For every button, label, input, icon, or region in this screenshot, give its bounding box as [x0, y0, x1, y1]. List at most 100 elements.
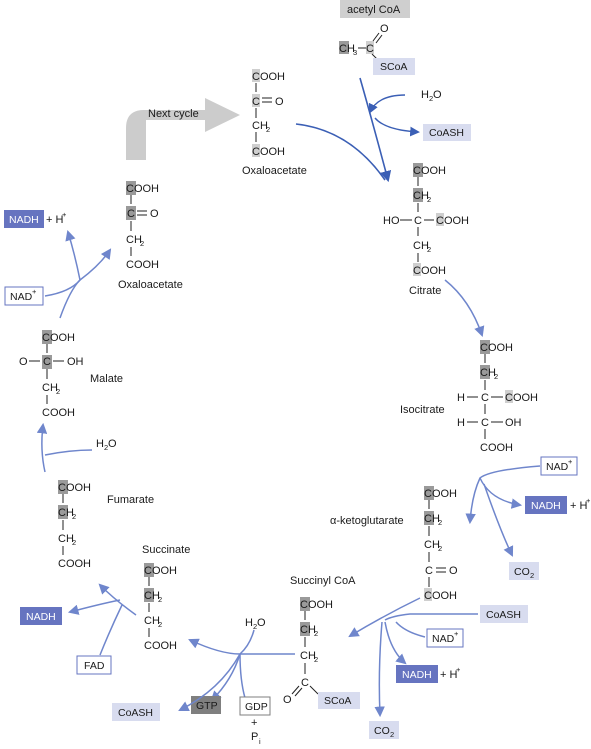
coash-box-bottom — [112, 703, 160, 721]
coash-out-arrow-top — [374, 117, 420, 137]
succ-ch2-1: CH — [144, 590, 160, 602]
fumarate-to-malate-arrow — [36, 422, 48, 473]
h2o-in-arrow-3 — [44, 449, 93, 456]
oaa-ch2-sub: 2 — [266, 125, 270, 134]
fum-ch2-2: CH — [58, 533, 74, 545]
malate-to-oaa-arrow — [59, 248, 112, 319]
coash-box-mid — [480, 605, 528, 623]
mal-cooh-2: COOH — [42, 407, 75, 419]
cit-ch2-1: CH — [413, 190, 429, 202]
succinyl-coa-label: Succinyl CoA — [290, 575, 356, 587]
co2-label-1: CO — [514, 566, 530, 578]
mal-oh: OH — [67, 356, 84, 368]
co2-sub-2: 2 — [390, 730, 394, 739]
iso-c-1: C — [481, 392, 489, 404]
iso-ch2-sub: 2 — [494, 372, 498, 381]
nadh-box-2 — [396, 665, 438, 683]
isocitrate-structure: COOH CH 2 H C COOH H C OH COOH — [457, 340, 538, 454]
fad-box — [76, 655, 112, 675]
succ-cooh-2: COOH — [144, 640, 177, 652]
oaa2-o: O — [150, 208, 159, 220]
gdp-label: GDP — [245, 701, 268, 713]
cit-ch2-2-sub: 2 — [427, 245, 431, 254]
mal-o: O — [19, 356, 28, 368]
coash-box-top — [423, 124, 471, 141]
acetyl-coa-label: acetyl CoA — [347, 4, 401, 16]
citrate-structure: COOH CH 2 HO C COOH CH 2 COOH — [383, 163, 469, 277]
malate-structure: COOH O C OH CH 2 COOH — [19, 330, 84, 419]
gdp-plus: + — [251, 717, 257, 729]
oaa-ch2: CH — [252, 120, 268, 132]
succinate-structure: COOH CH 2 CH 2 COOH — [144, 563, 177, 652]
cit-ch2-2: CH — [413, 240, 429, 252]
acetyl-to-citrate-arrow — [359, 77, 392, 183]
gtp-box — [191, 696, 221, 714]
co2-label-2: CO — [374, 725, 390, 737]
akg-structure: COOH CH 2 CH 2 C O COOH — [424, 486, 458, 602]
succinate-label: Succinate — [142, 544, 190, 556]
nadh-out-arrow-2 — [384, 621, 407, 665]
citrate-label: Citrate — [409, 285, 441, 297]
cit-cooh-2: COOH — [413, 265, 446, 277]
fad-label: FAD — [84, 660, 105, 672]
nad-box-2 — [426, 628, 464, 648]
h-plus-sup-4: + — [62, 210, 67, 219]
h2o-citrate-sub: 2 — [429, 94, 433, 103]
succinyl-coa-structure: COOH CH 2 CH 2 C O — [283, 597, 333, 706]
nad-label-3: NAD — [10, 291, 33, 303]
iso-cooh-2: COOH — [480, 442, 513, 454]
co2-sub-1: 2 — [530, 571, 534, 580]
succ-ch2-1-sub: 2 — [158, 595, 162, 604]
oaa2-cooh-2: COOH — [126, 259, 159, 271]
succ-cooh-1: COOH — [144, 565, 177, 577]
h2o-citrate: H — [421, 89, 429, 101]
iso-ch2: CH — [480, 367, 496, 379]
nad-box-1 — [540, 456, 578, 476]
nadh-label-2: NADH — [402, 669, 432, 681]
nad-box-3 — [4, 286, 44, 306]
pi-sub: i — [259, 737, 261, 746]
coash-label-top: CoASH — [429, 127, 464, 139]
fumarate-structure: COOH CH 2 CH 2 COOH — [58, 480, 91, 570]
gdp-in-arrow — [239, 653, 246, 699]
h2o-succ-sub: 2 — [253, 622, 257, 631]
coash-in-arrow — [384, 613, 478, 621]
scoa-ch2-2-sub: 2 — [314, 655, 318, 664]
nad-sup-3: + — [32, 287, 37, 296]
acetyl-o: O — [380, 23, 389, 35]
coash-out-arrow-bottom — [178, 653, 241, 711]
scoa-ch2-1-sub: 2 — [314, 629, 318, 638]
oaa2-c: C — [127, 208, 135, 220]
co2-out-arrow-1 — [483, 483, 514, 557]
h-plus-2: + H — [440, 669, 457, 681]
oaa-cooh-1: COOH — [252, 71, 285, 83]
nadh-out-arrow-1 — [479, 477, 523, 509]
fumarate-label: Fumarate — [107, 494, 154, 506]
scoa-ch2-2: CH — [300, 650, 316, 662]
co2-box-2 — [369, 721, 399, 739]
h2o-mal: H — [96, 438, 104, 450]
oaa2-ch2: CH — [126, 234, 142, 246]
oaa2-cooh-1: COOH — [126, 183, 159, 195]
akg-label: α-ketoglutarate — [330, 515, 404, 527]
oxaloacetate-bottom-label: Oxaloacetate — [118, 279, 183, 291]
nad-label-2: NAD — [432, 633, 455, 645]
gtp-label: GTP — [196, 700, 218, 712]
succinyl-scoa-box — [318, 692, 360, 709]
h-plus-sup-2: + — [456, 665, 461, 674]
co2-box-1 — [509, 562, 539, 580]
akg-o: O — [449, 565, 458, 577]
isocitrate-label: Isocitrate — [400, 404, 445, 416]
h-plus-4: + H — [46, 214, 63, 226]
fum-ch2-1: CH — [58, 507, 74, 519]
h2o-citrate-o: O — [433, 89, 442, 101]
cit-cooh-mid: COOH — [436, 215, 469, 227]
h2o-succ: H — [245, 617, 253, 629]
iso-oh: OH — [505, 417, 522, 429]
fum-cooh-2: COOH — [58, 558, 91, 570]
cit-ho: HO — [383, 215, 400, 227]
succ-ch2-2: CH — [144, 615, 160, 627]
h2o-in-arrow — [368, 94, 406, 114]
fum-ch2-2-sub: 2 — [72, 538, 76, 547]
